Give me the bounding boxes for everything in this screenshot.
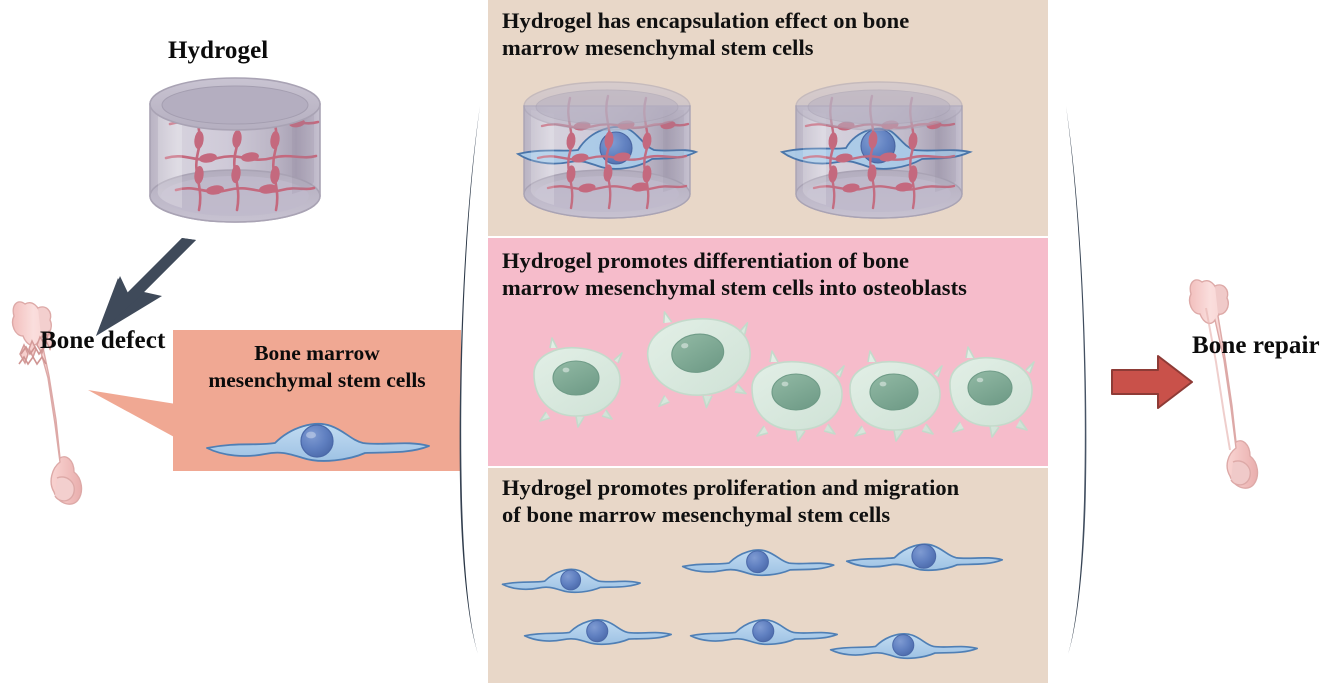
- callout-line-1: Bone marrow: [254, 341, 380, 365]
- hydrogel-cylinder-illustration: [149, 77, 321, 223]
- panel-differentiation-title-line-1: Hydrogel promotes differentiation of bon…: [502, 248, 910, 273]
- panel-proliferation: Hydrogel promotes proliferation and migr…: [488, 468, 1048, 683]
- repaired-bone-illustration: [1188, 279, 1259, 489]
- panel-encapsulation-title-line-2: marrow mesenchymal stem cells: [502, 34, 814, 60]
- fractured-bone-illustration: [11, 301, 83, 505]
- right-bracket: [1066, 106, 1087, 654]
- panel-encapsulation-title: Hydrogel has encapsulation effect on bon…: [502, 8, 1040, 62]
- panel-proliferation-title: Hydrogel promotes proliferation and migr…: [502, 475, 1040, 529]
- osteoblast: [949, 346, 1035, 438]
- hydrogel-with-cell-b: [779, 81, 973, 219]
- bone-repair-label: Bone repair: [1192, 332, 1320, 359]
- panel-proliferation-title-line-2: of bone marrow mesenchymal stem cells: [502, 501, 891, 527]
- msc-cell: [501, 568, 641, 594]
- hydrogel-with-cell-a: [515, 81, 699, 219]
- msc-cell: [845, 543, 1004, 572]
- msc-callout-box: Bone marrow mesenchymal stem cells: [173, 330, 461, 471]
- panel-encapsulation-title-line-1: Hydrogel has encapsulation effect on bon…: [502, 8, 910, 33]
- panel-encapsulation: Hydrogel has encapsulation effect on bon…: [488, 0, 1048, 236]
- osteoblast: [647, 311, 751, 409]
- callout-line-2: mesenchymal stem cells: [208, 368, 426, 393]
- migrating-msc-row: [501, 543, 1004, 660]
- bone-defect-label: Bone defect: [40, 327, 166, 354]
- hydrogel-to-bone-arrow: [96, 238, 196, 336]
- panel-differentiation-title-line-2: marrow mesenchymal stem cells into osteo…: [502, 274, 967, 300]
- left-bracket: [459, 106, 480, 654]
- panel-differentiation: Hydrogel promotes differentiation of bon…: [488, 238, 1048, 466]
- callout-pointer: [88, 390, 176, 438]
- callout-text: Bone marrow mesenchymal stem cells: [179, 340, 455, 394]
- osteoblast: [849, 350, 943, 442]
- msc-cell-illustration: [206, 422, 430, 462]
- msc-cell: [681, 549, 835, 577]
- hydrogel-label: Hydrogel: [168, 37, 269, 64]
- panel-differentiation-title: Hydrogel promotes differentiation of bon…: [502, 248, 1040, 302]
- osteoblast: [751, 350, 845, 442]
- panel-proliferation-title-line-1: Hydrogel promotes proliferation and migr…: [502, 475, 960, 500]
- bone-repair-arrow: [1111, 355, 1193, 409]
- osteoblast: [533, 337, 623, 428]
- msc-cell: [689, 619, 838, 646]
- osteoblast-row: [533, 311, 1035, 442]
- msc-cell: [829, 633, 978, 660]
- msc-cell: [523, 619, 672, 646]
